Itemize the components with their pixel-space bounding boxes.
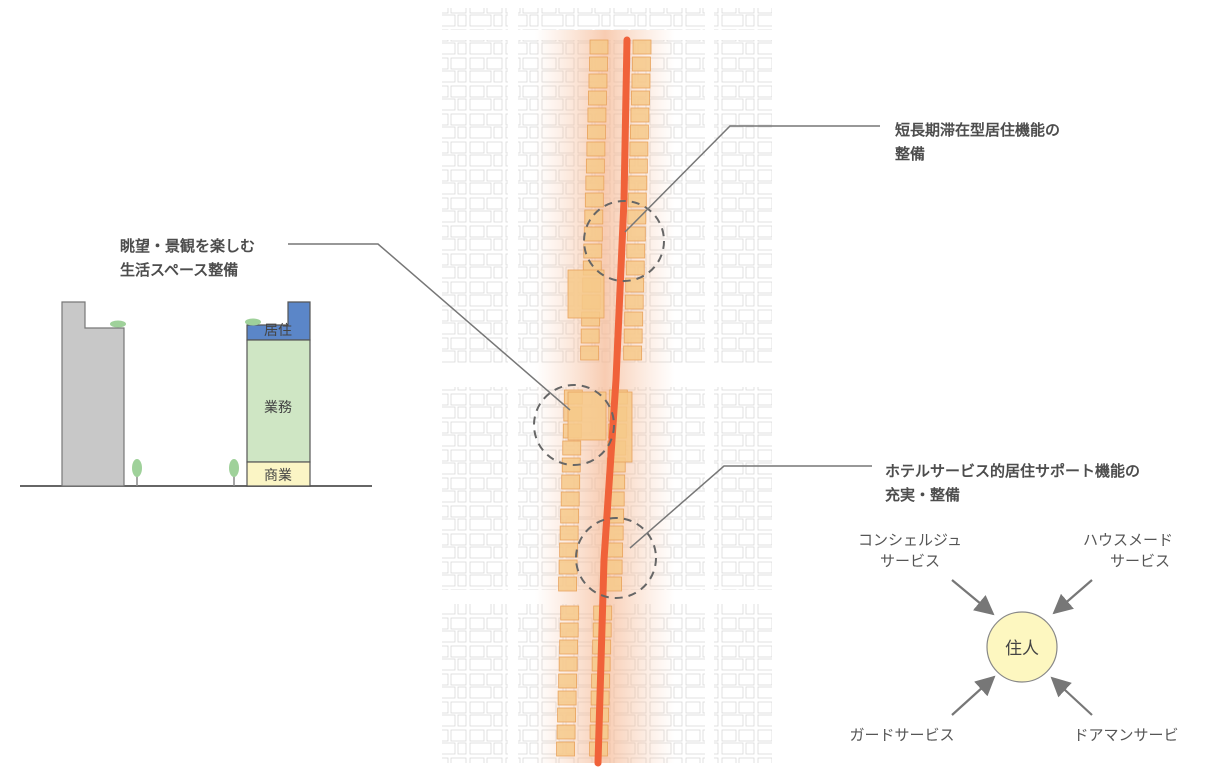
block-cell [559,622,579,638]
tree-icon [132,459,142,477]
block-cell [587,124,606,140]
resident-services-diagram: 住人 コンシェルジュ サービス ハウスメード サービス ガードサービス ドアマン… [849,531,1178,744]
main-axis-road [594,36,631,767]
block-cell [583,226,603,242]
block-cell [625,260,645,276]
block-cell [559,639,579,655]
concierge-line1: コンシェルジュ [858,531,962,549]
tree-icon [229,459,239,477]
building-section-diagram: 居住 業務 商業 [20,301,372,487]
block-cell [561,474,581,490]
office-label: 業務 [264,400,292,416]
callout-left-line2: 生活スペース整備 [120,261,238,279]
block-cell [558,673,578,689]
block-cell [560,508,580,524]
block-cell [624,311,644,327]
focus-circle-bottom [575,517,657,599]
block-cell [624,294,644,310]
block-cell [586,141,606,157]
leader-line-right [629,465,872,549]
block-cell [626,243,646,259]
block-cell [559,542,579,558]
callout-right-line2: 充実・整備 [885,486,960,504]
block-cell [558,576,577,592]
side-street [508,8,518,763]
existing-building [61,301,125,487]
block-cell [580,328,600,344]
block-cell [556,724,576,740]
block-cell [588,73,608,89]
block-cell [623,328,643,344]
block-cell [585,158,605,174]
block-cell [628,158,648,174]
block-cell [567,391,607,441]
block-cell [556,741,575,757]
focus-circle-middle [533,384,615,466]
leader-line-top [624,125,880,233]
block-cell [630,107,650,123]
redevelopment-blocks [556,39,652,757]
block-cell [628,175,648,191]
block-cell [631,90,650,106]
block-cell [631,73,651,89]
block-cell [584,209,604,225]
block-cell [585,175,605,191]
block-cell [560,491,580,507]
block-cell [583,243,603,259]
housemaid-line1: ハウスメード [1083,531,1173,549]
callout-left-line1: 眺望・景観を楽しむ [120,237,255,255]
arrow-guard [951,675,996,716]
resident-label: 住人 [1005,639,1039,659]
block-cell [584,192,604,208]
focus-circle-top [583,200,665,282]
block-cell [558,559,578,575]
block-cell [560,605,580,621]
arrow-doorman [1050,676,1093,716]
block-cell [627,209,647,225]
side-street [705,8,714,763]
resident-circle [986,611,1058,683]
block-cell [589,39,609,55]
housemaid-line2: サービス [1110,552,1170,570]
block-cell [589,56,608,72]
concierge-line2: サービス [880,552,940,570]
callout-top-line2: 整備 [895,145,925,163]
block-cell [623,345,643,361]
arrow-concierge [951,579,995,616]
doorman-label: ドアマンサービ [1073,726,1178,744]
block-cell [557,707,576,723]
block-cell [587,107,607,123]
block-cell [629,141,649,157]
aerial-map [442,8,772,767]
block-cell [558,656,578,672]
block-cell [632,56,651,72]
block-cell [559,525,579,541]
leader-line-left [288,243,571,411]
block-cell [580,345,600,361]
rooftop-greenery-icon [245,318,261,326]
block-cell [627,192,647,208]
commercial-label: 商業 [264,468,292,484]
block-cell [632,39,652,55]
callout-right-line1: ホテルサービス的居住サポート機能の [885,462,1140,480]
guard-label: ガードサービス [849,726,954,744]
block-cell [626,226,646,242]
commercial-floor [246,461,311,487]
block-cell [562,440,582,456]
block-cell [567,269,605,319]
rooftop-greenery-icon [110,320,126,328]
block-cell [588,90,607,106]
residential-label: 居住 [264,323,292,339]
block-cell [630,124,649,140]
arrow-housemaid [1052,579,1093,615]
block-cell [557,690,577,706]
callout-top-line1: 短長期滞在型居住機能の [895,121,1060,139]
